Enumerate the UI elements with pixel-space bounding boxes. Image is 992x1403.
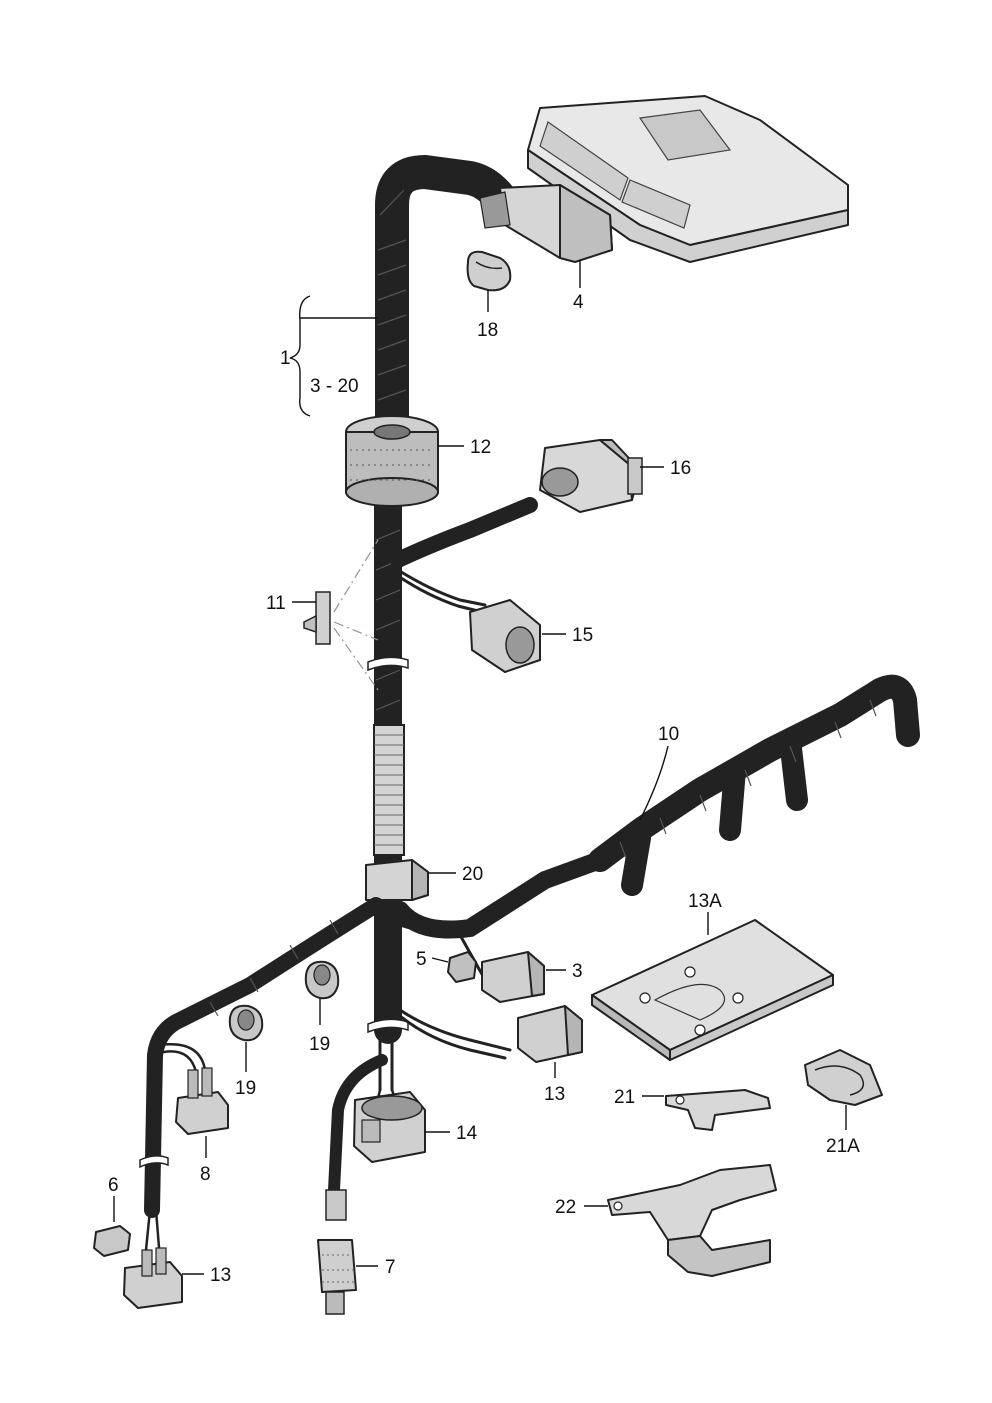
- callout-14: 14: [456, 1123, 478, 1144]
- callout-19-a: 19: [309, 1034, 330, 1055]
- callout-3-20: 3 - 20: [310, 376, 359, 397]
- connector-15: [469, 599, 541, 673]
- grommet-19-a: [304, 960, 340, 1000]
- bracket-22: [607, 1164, 777, 1277]
- harness-10: [588, 674, 920, 896]
- connector-8: [175, 1067, 229, 1135]
- callout-3: 3: [572, 961, 583, 982]
- clip-11: [303, 539, 379, 691]
- callout-6: 6: [108, 1175, 119, 1196]
- callout-21A: 21A: [826, 1136, 860, 1157]
- branch-3-13: [398, 923, 512, 1060]
- grommet-12: [345, 415, 439, 507]
- connector-13-lower: [123, 1208, 183, 1309]
- callout-4: 4: [573, 292, 584, 313]
- connector-16: [539, 439, 643, 513]
- bracket-21: [665, 1089, 771, 1131]
- sensor-7: [317, 1189, 357, 1315]
- callout-13-lower: 13: [210, 1265, 231, 1286]
- callout-18: 18: [477, 320, 498, 341]
- callout-21: 21: [614, 1087, 635, 1108]
- cap-5: [447, 951, 477, 983]
- connector-13-mid: [517, 1005, 583, 1063]
- grommet-19-b: [228, 1004, 264, 1042]
- callout-labels: 1 3 - 20 4 18 12 16 11 15 10 20 13A 5 3 …: [108, 292, 860, 1286]
- branch-16: [390, 497, 538, 568]
- bracket-20: [365, 859, 429, 901]
- callout-8: 8: [200, 1164, 211, 1185]
- callout-22: 22: [555, 1197, 576, 1218]
- callout-5: 5: [416, 949, 427, 970]
- callout-12: 12: [470, 437, 491, 458]
- branch-15: [396, 568, 487, 614]
- cover-plate-13A: [591, 919, 834, 1061]
- callout-10: 10: [658, 724, 679, 745]
- clip-21A: [804, 1049, 883, 1106]
- callout-15: 15: [572, 625, 593, 646]
- leader-lines: [113, 260, 847, 1275]
- callout-16: 16: [670, 458, 691, 479]
- cap-6: [93, 1225, 131, 1257]
- callout-20: 20: [462, 864, 483, 885]
- callout-1: 1: [280, 348, 291, 369]
- branch-10: [391, 851, 609, 939]
- control-unit: [527, 95, 849, 263]
- callout-19-b: 19: [235, 1078, 256, 1099]
- connector-4: [479, 184, 613, 263]
- main-harness: [367, 154, 522, 1092]
- callout-7: 7: [385, 1257, 396, 1278]
- left-branch: [139, 897, 384, 1218]
- callout-11: 11: [266, 593, 286, 614]
- callout-13-mid: 13: [544, 1084, 565, 1105]
- connector-3: [481, 951, 545, 1003]
- connector-14: [353, 1091, 426, 1163]
- callout-13A: 13A: [688, 891, 722, 912]
- clip-18: [466, 250, 512, 292]
